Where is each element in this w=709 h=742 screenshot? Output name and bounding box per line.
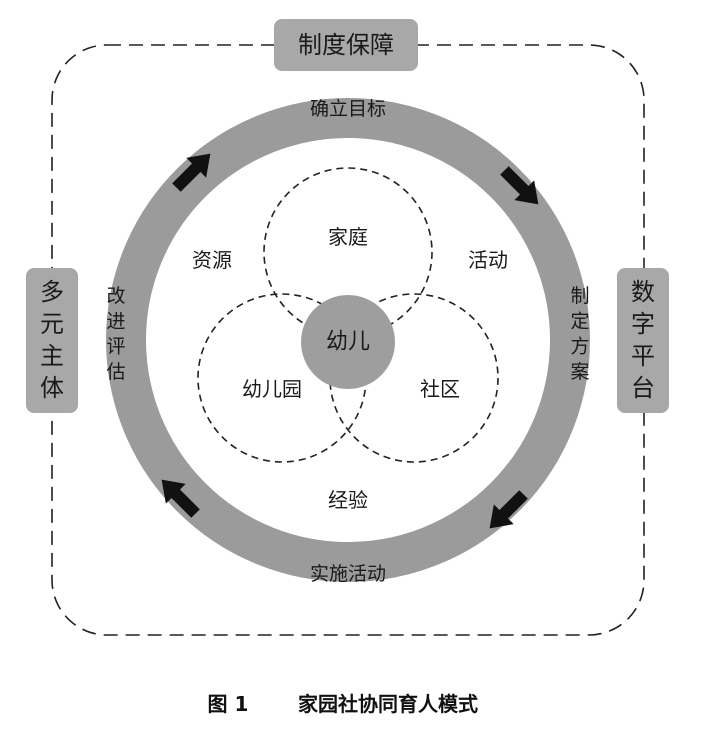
arrow-top-left (172, 153, 211, 192)
venn-label-family: 家庭 (328, 225, 368, 249)
figure-title: 家园社协同育人模式 (298, 692, 478, 716)
top-label: 制度保障 (298, 31, 394, 59)
inner-word-activities: 活动 (468, 248, 508, 272)
arrow-top-right (500, 166, 539, 205)
top-label-box (274, 19, 418, 71)
venn-label-kindergarten: 幼儿园 (242, 377, 302, 401)
right-label-box (617, 268, 669, 413)
venn-label-center: 幼儿 (326, 330, 370, 355)
venn-circle-family (263, 167, 433, 337)
inner-word-resources: 资源 (192, 248, 232, 272)
venn-label-community: 社区 (420, 377, 460, 401)
cycle-step-top: 确立目标 (310, 98, 386, 120)
cycle-step-right: 制定方案 (570, 285, 589, 383)
cycle-step-left: 改进评估 (106, 285, 125, 383)
left-label: 多元主体 (40, 278, 64, 402)
left-label-box (26, 268, 78, 413)
cycle-step-bottom: 实施活动 (310, 563, 386, 585)
right-label: 数字平台 (631, 278, 655, 402)
arrow-bottom-left (161, 479, 200, 518)
figure-number: 图 1 (208, 692, 249, 716)
cycle-ring (106, 98, 590, 582)
arrow-bottom-right (489, 490, 528, 529)
center-circle (301, 295, 395, 389)
venn-circle-community (329, 293, 499, 463)
inner-word-experience: 经验 (328, 488, 368, 512)
